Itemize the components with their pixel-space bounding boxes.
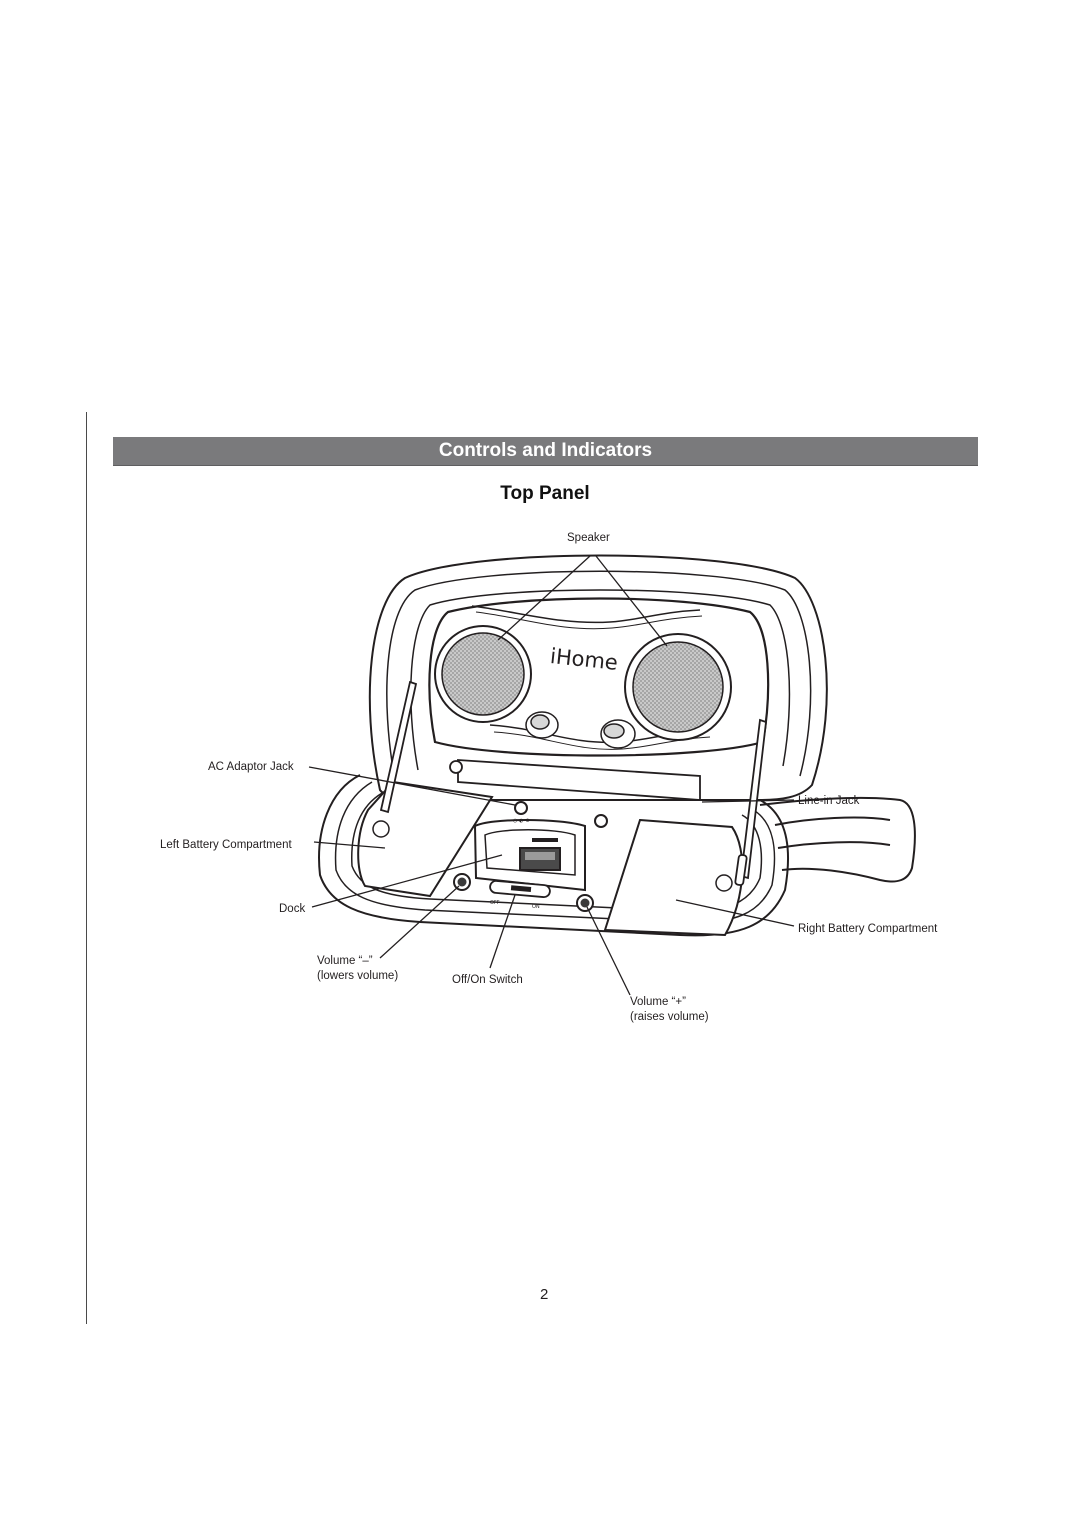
right-speaker xyxy=(624,633,732,741)
lid-pads xyxy=(525,711,636,749)
label-dock: Dock xyxy=(279,903,305,915)
label-left-battery: Left Battery Compartment xyxy=(160,839,292,851)
label-volume-minus-desc: (lowers volume) xyxy=(317,970,398,982)
label-line-in-jack: Line-in Jack xyxy=(798,795,860,807)
svg-text:OFF: OFF xyxy=(490,900,500,906)
page-number: 2 xyxy=(540,1286,549,1303)
hinge xyxy=(449,759,701,801)
label-volume-minus: Volume “–” xyxy=(317,955,373,967)
left-battery-compartment xyxy=(357,780,494,898)
section-title: Controls and Indicators xyxy=(438,440,653,461)
label-off-on-switch: Off/On Switch xyxy=(452,974,523,986)
ihome-logo: iHome xyxy=(549,644,619,675)
off-on-switch: OFF ON xyxy=(489,880,551,910)
dock-area xyxy=(473,819,586,892)
label-speaker: Speaker xyxy=(567,532,610,544)
volume-minus-button xyxy=(453,873,471,891)
line-in-jack xyxy=(594,814,608,828)
left-latch-icon xyxy=(372,820,390,838)
svg-text:ON: ON xyxy=(532,904,540,910)
label-volume-plus-desc: (raises volume) xyxy=(630,1011,709,1023)
label-volume-plus: Volume “+” xyxy=(630,996,686,1008)
ac-adaptor-jack xyxy=(514,801,528,815)
callout-lines xyxy=(308,555,795,996)
svg-text:○-◐-⊕: ○-◐-⊕ xyxy=(513,818,530,824)
right-latch-icon xyxy=(715,874,733,892)
subsection-title: Top Panel xyxy=(500,483,590,504)
label-ac-adaptor-jack: AC Adaptor Jack xyxy=(208,761,294,773)
lid-struts xyxy=(379,680,767,886)
left-speaker xyxy=(434,625,532,723)
section-header-bar: Controls and Indicators xyxy=(113,437,978,466)
label-right-battery: Right Battery Compartment xyxy=(798,923,938,935)
margin-rule xyxy=(86,412,87,1324)
volume-plus-button xyxy=(576,894,594,912)
